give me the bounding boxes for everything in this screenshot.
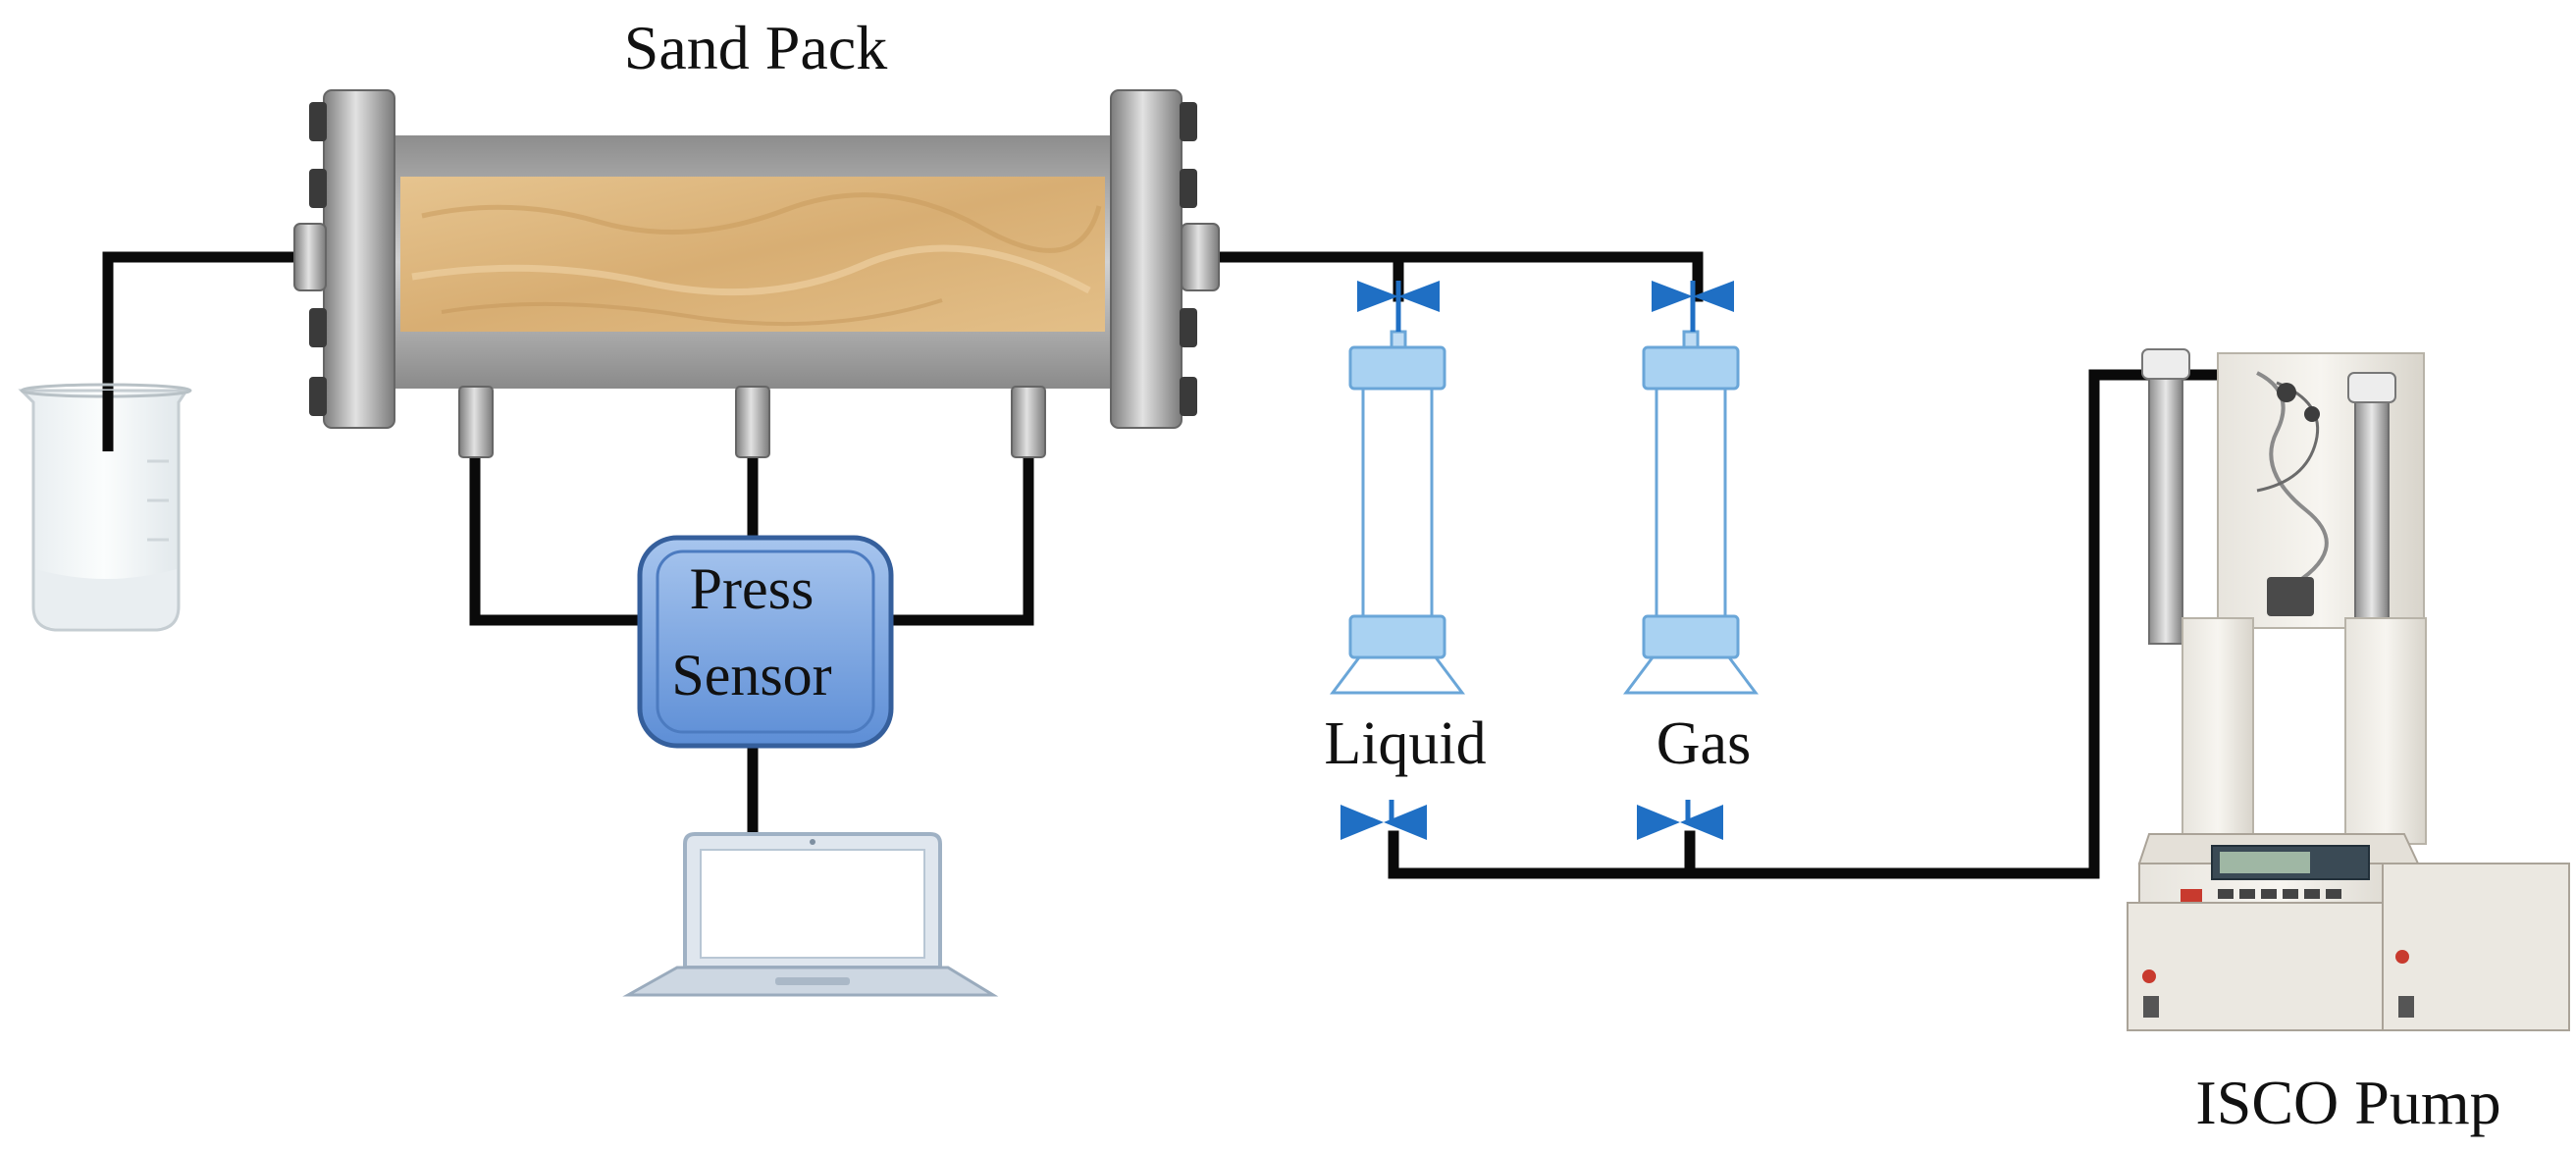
right-flange bbox=[1110, 89, 1183, 429]
outlet-pipe bbox=[102, 251, 302, 457]
beaker-icon bbox=[18, 383, 192, 632]
valve-liquid-bottom[interactable] bbox=[1341, 800, 1427, 840]
laptop-icon bbox=[622, 832, 999, 997]
pressure-tap-middle bbox=[735, 386, 770, 458]
outlet-port bbox=[293, 223, 327, 291]
press-label: Press bbox=[690, 556, 815, 621]
inlet-port bbox=[1181, 223, 1220, 291]
pump-feed-pipe bbox=[1388, 369, 2297, 879]
isco-pump-icon bbox=[2127, 348, 2570, 1031]
isco-pump-label: ISCO Pump bbox=[2195, 1068, 2500, 1137]
gas-label: Gas bbox=[1656, 710, 1751, 777]
sand-pack-label: Sand Pack bbox=[624, 13, 887, 82]
liquid-cylinder bbox=[1330, 330, 1465, 695]
valve-gas-top[interactable] bbox=[1652, 281, 1734, 332]
pressure-tap-right bbox=[1011, 386, 1046, 458]
gas-cylinder bbox=[1623, 330, 1759, 695]
valve-gas-bottom[interactable] bbox=[1637, 800, 1723, 840]
pipes bbox=[102, 251, 2297, 879]
pressure-tap-left bbox=[458, 386, 494, 458]
tap-left-pipe bbox=[469, 445, 644, 626]
valve-liquid-top[interactable] bbox=[1357, 281, 1440, 332]
left-flange bbox=[323, 89, 395, 429]
tap-right-pipe bbox=[887, 445, 1034, 626]
sensor-label: Sensor bbox=[671, 643, 831, 707]
sand-pack-column bbox=[293, 89, 1220, 458]
press-sensor-box: Press Sensor bbox=[637, 535, 894, 749]
liquid-label: Liquid bbox=[1324, 710, 1486, 777]
